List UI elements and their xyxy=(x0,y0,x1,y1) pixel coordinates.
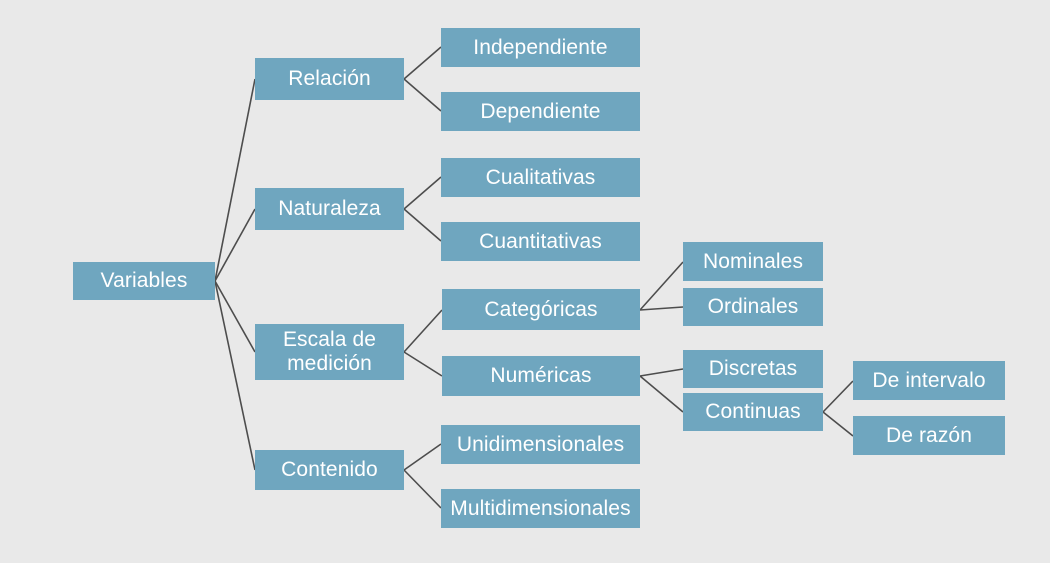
node-unidimensionales[interactable]: Unidimensionales xyxy=(441,425,640,464)
edge-root-escala xyxy=(214,280,256,353)
edge-root-contenido xyxy=(214,280,256,471)
node-cuantitativas[interactable]: Cuantitativas xyxy=(441,222,640,261)
edge-categoricas-ordinales xyxy=(639,306,684,311)
node-discretas[interactable]: Discretas xyxy=(683,350,823,388)
edge-continuas-de-razon xyxy=(822,411,854,437)
edge-numericas-continuas xyxy=(639,375,684,413)
node-multidimensionales[interactable]: Multidimensionales xyxy=(441,489,640,528)
node-naturaleza[interactable]: Naturaleza xyxy=(255,188,404,230)
node-contenido[interactable]: Contenido xyxy=(255,450,404,490)
node-dependiente[interactable]: Dependiente xyxy=(441,92,640,131)
node-categoricas[interactable]: Categóricas xyxy=(442,289,640,330)
edge-numericas-discretas xyxy=(639,368,684,377)
node-numericas[interactable]: Numéricas xyxy=(442,356,640,396)
node-nominales[interactable]: Nominales xyxy=(683,242,823,281)
node-escala-de-medicion[interactable]: Escala de medición xyxy=(255,324,404,380)
node-variables[interactable]: Variables xyxy=(73,262,215,300)
edge-categoricas-nominales xyxy=(639,261,684,311)
edge-root-relacion xyxy=(214,78,256,282)
edge-root-naturaleza xyxy=(214,208,256,282)
node-cualitativas[interactable]: Cualitativas xyxy=(441,158,640,197)
node-ordinales[interactable]: Ordinales xyxy=(683,288,823,326)
node-independiente[interactable]: Independiente xyxy=(441,28,640,67)
edge-escala-categoricas xyxy=(403,309,443,353)
node-continuas[interactable]: Continuas xyxy=(683,393,823,431)
edge-relacion-dependiente xyxy=(403,78,442,112)
edge-relacion-independiente xyxy=(403,46,442,80)
node-de-intervalo[interactable]: De intervalo xyxy=(853,361,1005,400)
edge-contenido-unidimensionales xyxy=(403,443,442,471)
edge-contenido-multidimensionales xyxy=(403,469,442,509)
node-relacion[interactable]: Relación xyxy=(255,58,404,100)
edge-naturaleza-cualitativas xyxy=(403,176,442,210)
node-de-razon[interactable]: De razón xyxy=(853,416,1005,455)
edge-naturaleza-cuantitativas xyxy=(403,208,442,242)
edge-escala-numericas xyxy=(403,351,443,377)
edge-continuas-de-intervalo xyxy=(822,380,854,413)
